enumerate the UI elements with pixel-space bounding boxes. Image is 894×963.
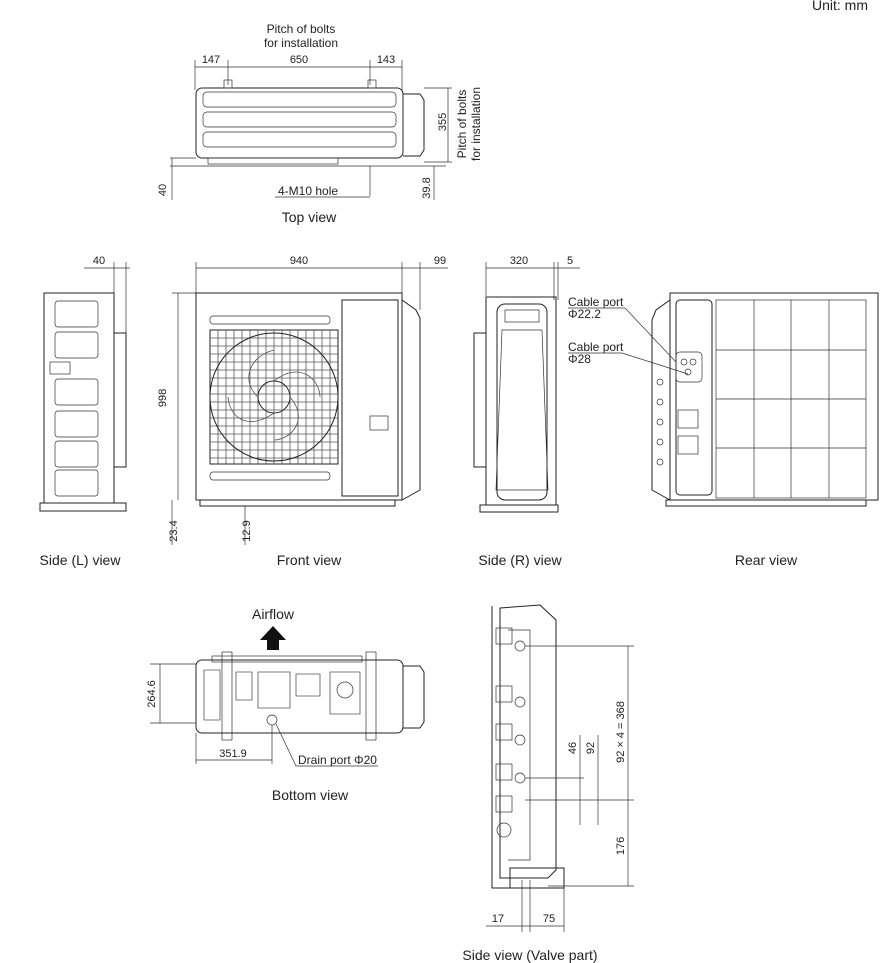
front-dim-99: 99 — [434, 255, 446, 267]
bottom-view-title: Bottom view — [272, 787, 349, 803]
top-dim-355: 355 — [437, 113, 449, 131]
front-view: 940 99 998 23.4 12.9 Front view — [157, 255, 448, 568]
front-dim-23-4: 23.4 — [168, 520, 180, 541]
valve-dim-46: 46 — [567, 742, 579, 754]
side-l-view: 40 Side (L) view — [39, 255, 130, 568]
side-r-view: 320 5 Cable port Φ22.2 Cable port Φ28 Si… — [473, 255, 689, 568]
valve-dim-176: 176 — [615, 837, 627, 855]
top-pitch-v-1: Pitch of bolts — [455, 90, 469, 159]
front-dim-940: 940 — [290, 255, 308, 267]
valve-view: 46 92 92 × 4 = 368 176 17 75 Side view (… — [462, 604, 634, 963]
valve-dim-368: 92 × 4 = 368 — [615, 701, 627, 763]
top-dim-147: 147 — [202, 54, 220, 66]
bottom-dim-264-6: 264.6 — [146, 680, 158, 708]
side-r-dim-5: 5 — [567, 255, 573, 267]
side-r-view-title: Side (R) view — [478, 552, 562, 568]
valve-dim-92: 92 — [585, 742, 597, 754]
bottom-drain-label: Drain port Φ20 — [298, 753, 377, 767]
side-l-dim-40: 40 — [93, 255, 105, 267]
bottom-dim-351-9: 351.9 — [219, 748, 247, 760]
side-r-dim-320: 320 — [510, 255, 528, 267]
side-r-cable1-label: Cable port — [568, 295, 624, 309]
top-dim-143: 143 — [377, 54, 395, 66]
bottom-view: Airflow 264.6 351.9 Drain port Φ20 Botto… — [146, 606, 425, 803]
top-view-title: Top view — [282, 209, 337, 225]
unit-label: Unit: mm — [812, 0, 868, 13]
top-pitch-v-2: for installation — [469, 87, 483, 161]
valve-dim-17: 17 — [492, 913, 504, 925]
top-pitch-label-2: for installation — [264, 36, 338, 50]
side-r-cable2-size: Φ28 — [568, 352, 591, 366]
top-dim-650: 650 — [290, 54, 308, 66]
front-dim-12-9: 12.9 — [241, 520, 253, 541]
top-hole-label: 4-M10 hole — [278, 184, 338, 198]
side-r-cable1-size: Φ22.2 — [568, 307, 601, 321]
bottom-airflow-label: Airflow — [252, 606, 295, 622]
valve-view-title: Side view (Valve part) — [462, 947, 597, 963]
valve-dim-75: 75 — [543, 913, 555, 925]
front-view-title: Front view — [277, 552, 342, 568]
rear-view-title: Rear view — [735, 552, 798, 568]
top-dim-40: 40 — [157, 184, 169, 196]
airflow-arrow-icon — [260, 626, 286, 650]
front-dim-998: 998 — [157, 389, 169, 407]
rear-view: Rear view — [651, 292, 879, 568]
top-dim-39-8: 39.8 — [421, 177, 433, 198]
top-pitch-label-1: Pitch of bolts — [267, 22, 336, 36]
side-l-view-title: Side (L) view — [40, 552, 122, 568]
side-r-cable2-label: Cable port — [568, 340, 624, 354]
top-view: Pitch of bolts for installation 147 650 … — [157, 22, 483, 225]
